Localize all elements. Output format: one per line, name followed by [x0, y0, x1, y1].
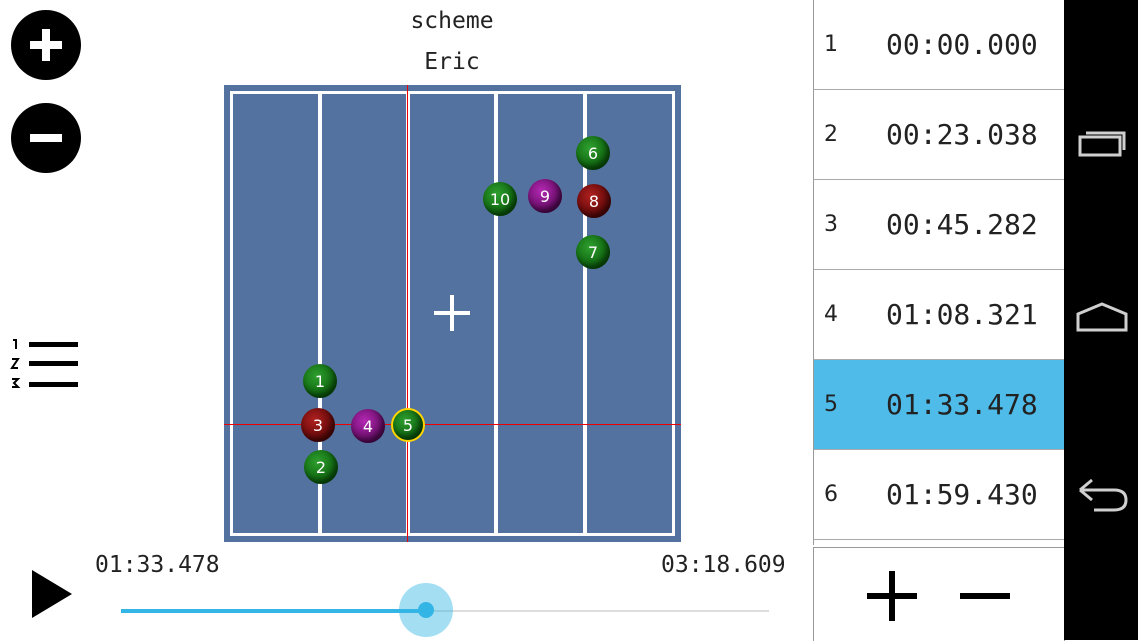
add-lap-button[interactable] [866, 570, 918, 622]
lap-index: 6 [824, 482, 838, 507]
recent-apps-icon [1078, 131, 1126, 157]
crosshair-vertical [407, 85, 408, 542]
scheme-label: scheme [410, 8, 494, 34]
lap-row[interactable]: 6 01:59.430 [814, 450, 1064, 540]
lap-row[interactable]: 3 00:45.282 [814, 180, 1064, 270]
lap-row[interactable]: 2 00:23.038 [814, 90, 1064, 180]
lane-line [583, 94, 587, 533]
player-marker[interactable]: 10 [483, 182, 517, 216]
lap-list[interactable]: 1 00:00.000 2 00:23.038 3 00:45.282 4 01… [813, 0, 1065, 545]
lap-row-active[interactable]: 5 01:33.478 [814, 360, 1064, 450]
numbered-list-icon [10, 339, 78, 388]
lap-index: 4 [824, 302, 838, 327]
lap-index: 1 [824, 32, 838, 57]
lap-row[interactable]: 1 00:00.000 [814, 0, 1064, 90]
plus-circle-icon [30, 29, 62, 61]
back-button[interactable] [1074, 470, 1130, 520]
home-icon [1076, 302, 1128, 332]
minus-circle-icon [30, 134, 62, 142]
zoom-in-button[interactable] [11, 10, 81, 80]
lap-time: 00:23.038 [886, 118, 1038, 151]
lap-time: 01:59.430 [886, 478, 1038, 511]
player-marker[interactable]: 1 [303, 364, 337, 398]
lane-line [318, 94, 322, 533]
play-field[interactable]: 1 2 3 4 5 6 7 8 9 10 [224, 85, 681, 542]
lap-index: 2 [824, 122, 838, 147]
player-marker[interactable]: 7 [576, 235, 610, 269]
center-cross-icon [434, 295, 470, 331]
lane-line [406, 94, 410, 533]
timeline-progress [121, 609, 427, 613]
plus-icon [867, 571, 917, 621]
back-icon [1079, 478, 1128, 512]
player-marker[interactable]: 2 [304, 450, 338, 484]
lap-actions [813, 547, 1065, 641]
player-marker[interactable]: 9 [528, 179, 562, 213]
lap-time: 01:08.321 [886, 298, 1038, 331]
player-marker[interactable]: 4 [351, 409, 385, 443]
total-time: 03:18.609 [661, 552, 786, 578]
field-border [230, 91, 675, 536]
scheme-name: Eric [424, 49, 480, 75]
player-marker[interactable]: 3 [301, 408, 335, 442]
remove-lap-button[interactable] [959, 570, 1011, 622]
lane-line [494, 94, 498, 533]
lap-index: 3 [824, 212, 838, 237]
home-button[interactable] [1074, 292, 1130, 342]
player-marker[interactable]: 6 [576, 136, 610, 170]
play-button[interactable] [30, 568, 74, 620]
lap-index: 5 [824, 392, 838, 417]
play-icon [32, 570, 72, 618]
timeline-slider[interactable] [121, 583, 769, 637]
lap-time: 00:45.282 [886, 208, 1038, 241]
player-marker-selected[interactable]: 5 [391, 408, 425, 442]
zoom-out-button[interactable] [11, 103, 81, 173]
system-nav-bar [1064, 0, 1138, 640]
lap-time: 00:00.000 [886, 28, 1038, 61]
recent-apps-button[interactable] [1074, 120, 1130, 170]
timeline-thumb[interactable] [399, 583, 454, 637]
current-time: 01:33.478 [95, 552, 220, 578]
crosshair-horizontal [224, 424, 681, 425]
minus-icon [960, 593, 1010, 599]
list-button[interactable] [9, 336, 81, 396]
lap-time: 01:33.478 [886, 388, 1038, 421]
lap-row[interactable]: 4 01:08.321 [814, 270, 1064, 360]
player-marker[interactable]: 8 [577, 184, 611, 218]
